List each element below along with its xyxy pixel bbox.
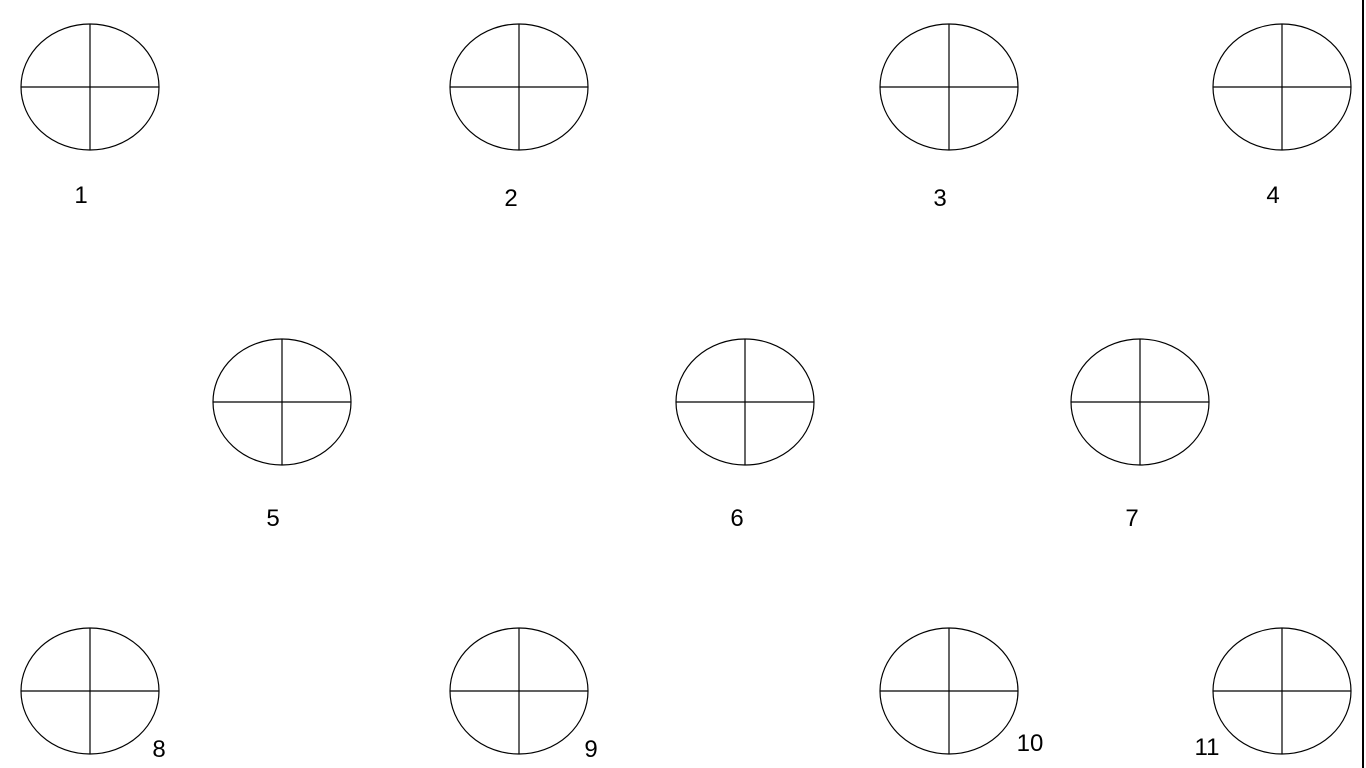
- marker-label-2: 2: [504, 185, 517, 212]
- marker-4: 4: [1212, 23, 1352, 209]
- marker-8: 8: [20, 627, 166, 763]
- right-border-line: [1362, 0, 1364, 768]
- marker-2: 2: [449, 23, 589, 212]
- marker-label-11: 11: [1195, 734, 1220, 761]
- marker-label-5: 5: [266, 505, 279, 532]
- marker-9: 9: [449, 627, 598, 763]
- marker-label-6: 6: [730, 505, 743, 532]
- marker-3: 3: [879, 23, 1019, 212]
- marker-5: 5: [212, 338, 352, 532]
- marker-label-4: 4: [1266, 182, 1279, 209]
- marker-label-10: 10: [1017, 730, 1044, 757]
- marker-label-7: 7: [1125, 505, 1138, 532]
- marker-label-9: 9: [584, 736, 597, 763]
- marker-label-8: 8: [152, 736, 165, 763]
- marker-label-1: 1: [74, 182, 87, 209]
- marker-7: 7: [1070, 338, 1210, 532]
- marker-10: 10: [879, 627, 1044, 757]
- marker-label-3: 3: [933, 185, 946, 212]
- marker-6: 6: [675, 338, 815, 532]
- marker-11: 11: [1195, 627, 1352, 761]
- marker-1: 1: [20, 23, 160, 209]
